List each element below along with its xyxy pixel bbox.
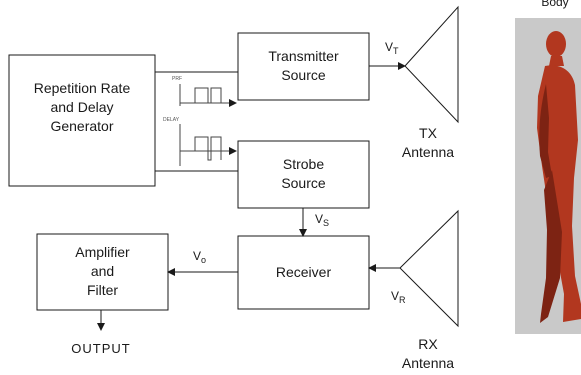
vr-label: VR — [391, 289, 406, 305]
receiver-block — [237, 235, 370, 310]
generator-block — [8, 54, 156, 187]
receiver-label: Receiver — [275, 264, 332, 280]
strobe-block — [237, 140, 370, 209]
vo-label: Vo — [193, 249, 207, 265]
delay-pulse-train — [179, 124, 237, 166]
human-body-figure — [537, 31, 581, 323]
delay-pulse-label: DELAY — [163, 117, 180, 123]
output-label: OUTPUT — [71, 341, 131, 356]
amplifier-label: Amplifier and Filter — [75, 244, 130, 298]
vs-label: VS — [315, 212, 330, 228]
vt-label: VT — [385, 40, 399, 56]
body-label: Body — [541, 0, 569, 9]
transmitter-label: Transmitter Source — [268, 48, 339, 83]
tx-antenna-label: TX Antenna — [401, 125, 455, 160]
transmitter-block — [237, 32, 370, 101]
prf-pulse-label: PRF — [172, 76, 182, 82]
rx-antenna-label: RX Antenna — [401, 336, 455, 371]
tx-antenna — [404, 5, 459, 124]
generator-label: Repetition Rate and Delay Generator — [33, 80, 131, 134]
prf-pulse-train — [179, 84, 237, 107]
rx-antenna — [399, 209, 459, 328]
strobe-label: Strobe Source — [281, 156, 326, 191]
amplifier-block — [36, 233, 169, 311]
